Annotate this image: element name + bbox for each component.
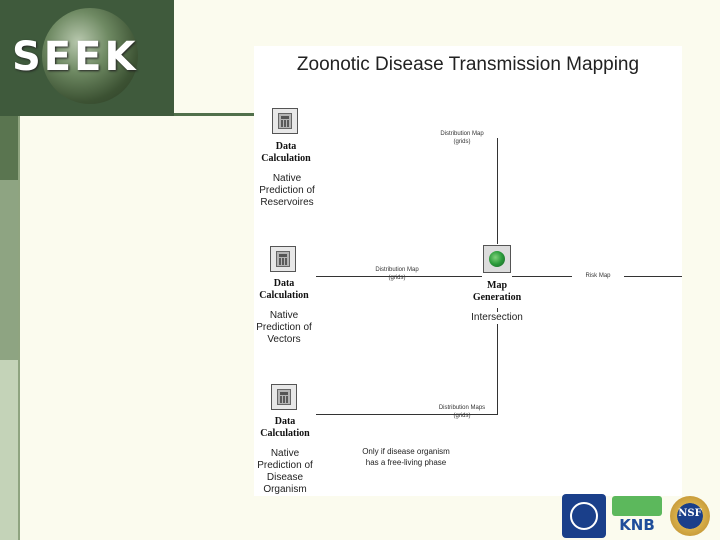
node-map-caption: Intersection [462,312,532,324]
nceas-mark-icon [570,502,598,530]
side-band-mid [0,180,18,360]
seek-logo-text: SEEK [12,34,139,80]
edge-bottom-label: Distribution Maps (grids) [438,405,486,419]
edge-top-label: Distribution Map (grids) [440,131,484,145]
calculator-icon [270,246,296,272]
edge-bottom-horizontal [316,414,498,415]
free-living-note: Only if disease organism has a free-livi… [362,447,450,467]
globe-icon [42,8,138,104]
knb-logo: KNB [612,494,662,538]
calculator-icon [271,384,297,410]
diagram-panel: Zoonotic Disease Transmission Mapping Di… [254,46,682,496]
side-divider [18,116,20,540]
seek-logo: SEEK [0,0,174,116]
nsf-logo-text: NSF [678,508,702,519]
header-rule [174,113,254,116]
nsf-logo: NSF [666,494,712,538]
node-organism-caption: Native Prediction of Disease Organism [257,448,313,495]
edge-bottom-line [497,308,498,414]
node-reservoirs-caption: Native Prediction of Reservoires [259,173,315,208]
node-map-label: Map Generation [464,280,530,304]
edge-left-label: Distribution Map (grids) [375,267,419,281]
nceas-logo [562,494,606,538]
node-vectors-label: Data Calculation [259,278,309,301]
edge-left-line [316,276,482,277]
nsf-sun-icon [670,496,710,536]
edge-right-label: Risk Map [572,272,624,280]
node-vectors-caption: Native Prediction of Vectors [256,310,312,345]
diagram-title: Zoonotic Disease Transmission Mapping [296,54,640,75]
edge-top-line [497,138,498,244]
calculator-icon [272,108,298,134]
knb-mark-icon [612,496,662,516]
knb-logo-text: KNB [619,516,655,534]
side-band-olive [0,116,18,180]
node-organism-label: Data Calculation [260,416,310,439]
node-reservoirs-label: Data Calculation [261,141,311,164]
map-globe-icon [483,245,511,273]
side-band-light [0,360,18,540]
